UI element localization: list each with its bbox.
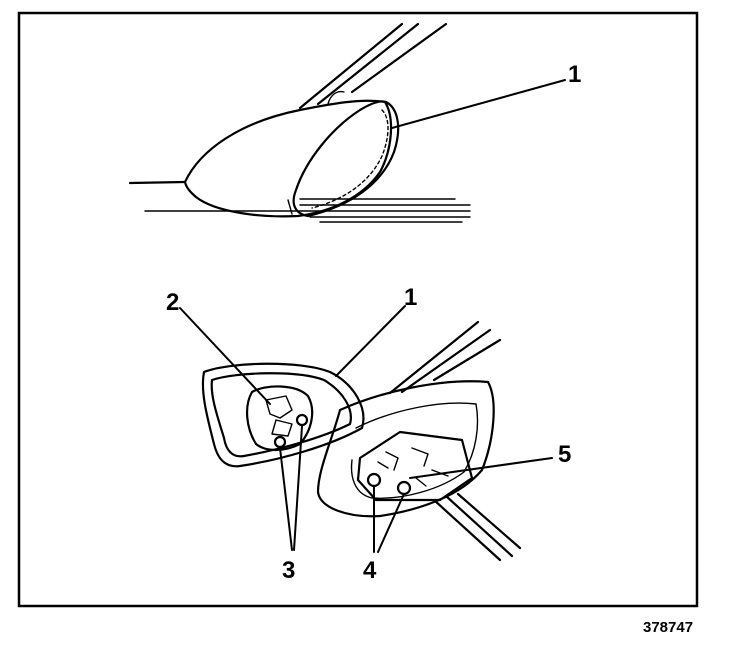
leader-5 bbox=[409, 457, 553, 479]
motor-screw-right bbox=[396, 480, 412, 496]
mirror-glass-inner bbox=[311, 109, 389, 209]
mirror-glass-rim bbox=[210, 372, 352, 458]
motor-screw-left bbox=[366, 472, 382, 488]
callout-3: 3 bbox=[282, 557, 295, 584]
glass-screw-1 bbox=[273, 435, 287, 449]
motor-plate bbox=[356, 430, 474, 502]
mirror-glass bbox=[292, 100, 400, 218]
mirror-housing-inner bbox=[350, 402, 479, 499]
leader-3b bbox=[293, 425, 303, 551]
diagram-frame bbox=[17, 11, 699, 608]
exploded-mirror-view bbox=[179, 305, 553, 562]
callout-4: 4 bbox=[363, 557, 377, 584]
mirror-glass-removed bbox=[201, 362, 365, 468]
callout-2: 2 bbox=[166, 289, 179, 316]
leader-1-top bbox=[391, 79, 566, 129]
leader-1-bottom bbox=[335, 305, 406, 377]
mirror-housing-exploded bbox=[316, 380, 495, 518]
figure-number: 378747 bbox=[643, 619, 693, 636]
assembled-mirror-view bbox=[128, 22, 566, 223]
callout-1-bottom: 1 bbox=[404, 284, 417, 311]
leader-3a bbox=[279, 447, 293, 551]
motor-detail bbox=[377, 447, 449, 487]
mirror-housing bbox=[183, 99, 393, 218]
glass-screw-2 bbox=[295, 413, 309, 427]
electrical-connector bbox=[265, 395, 293, 437]
leader-4b bbox=[377, 493, 405, 553]
door-window-frame bbox=[298, 22, 448, 110]
callout-1-top: 1 bbox=[568, 61, 581, 88]
callout-5: 5 bbox=[558, 441, 571, 468]
door-belt-line bbox=[128, 180, 187, 185]
mirror-base-detail bbox=[287, 90, 345, 215]
leader-2 bbox=[179, 307, 271, 405]
door-frame-lower bbox=[388, 320, 502, 395]
door-edge-lower bbox=[432, 492, 522, 562]
door-lower-lines bbox=[144, 198, 471, 223]
